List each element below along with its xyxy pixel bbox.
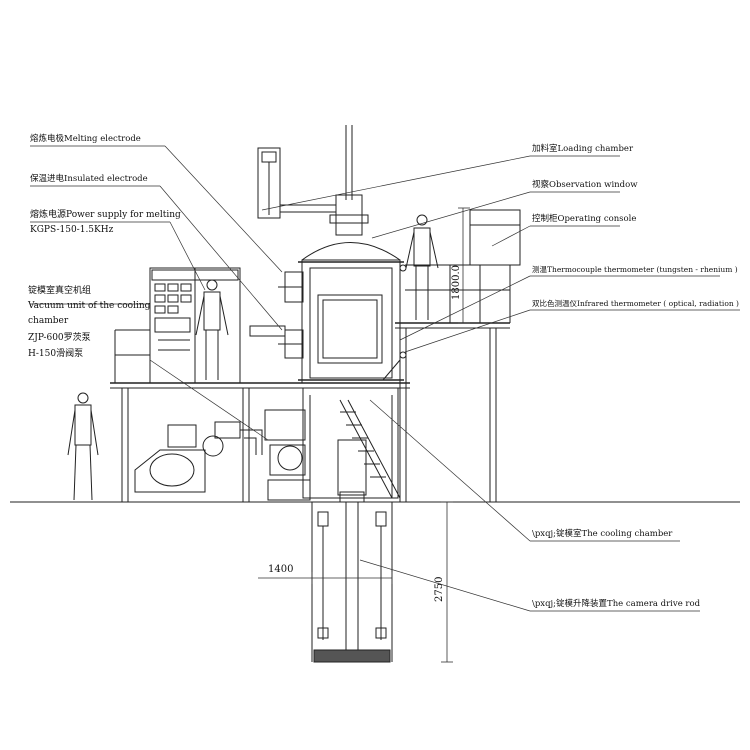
label-infrared: 双比色测温仪Infrared thermometer ( optical, ra… <box>532 299 739 308</box>
label-roots-pump: ZJP-600罗茨泵 <box>28 333 91 343</box>
operator-figures <box>67 214 439 501</box>
dimension-console-height: 1800.0 <box>451 265 462 300</box>
dimension-lines <box>258 207 470 663</box>
label-drive-rod: \pxqj;锭模升降装置The camera drive rod <box>532 599 701 609</box>
electrodes <box>249 264 407 359</box>
leader-lines <box>30 145 740 612</box>
label-operating-console: 控制柜Operating console <box>532 214 637 224</box>
label-power-supply: 熔炼电源Power supply for melting <box>30 210 181 220</box>
furnace-body <box>298 125 404 384</box>
vacuum-unit <box>134 409 311 501</box>
label-vacuum-unit-en1: Vacuum unit of the cooling <box>28 301 151 311</box>
label-vacuum-unit-en2: chamber <box>28 316 69 326</box>
label-insulated-electrode: 保温进电Insulated electrode <box>30 174 148 184</box>
label-power-model: KGPS-150-1.5KHz <box>30 225 114 235</box>
label-loading-chamber: 加料室Loading chamber <box>532 144 634 154</box>
power-supply-cabinet <box>149 267 241 384</box>
label-thermocouple: 测温Thermocouple thermometer (tungsten - r… <box>532 265 738 274</box>
cooling-chamber <box>302 387 401 503</box>
pit <box>311 502 393 663</box>
operating-console <box>469 209 521 266</box>
dimension-pit-width: 1400 <box>268 564 294 575</box>
label-vacuum-unit-cn: 锭模室真空机组 <box>28 286 92 296</box>
dimension-pit-depth: 2750 <box>434 576 445 602</box>
upper-platform <box>110 329 410 502</box>
label-melting-electrode: 熔炼电极Melting electrode <box>30 134 141 144</box>
loading-chamber <box>257 147 336 219</box>
label-slide-pump: H-150滑阀泵 <box>28 349 84 359</box>
label-observation-window: 视察Observation window <box>532 180 638 190</box>
label-cooling-chamber: \pxqj;锭模室The cooling chamber <box>532 529 673 539</box>
